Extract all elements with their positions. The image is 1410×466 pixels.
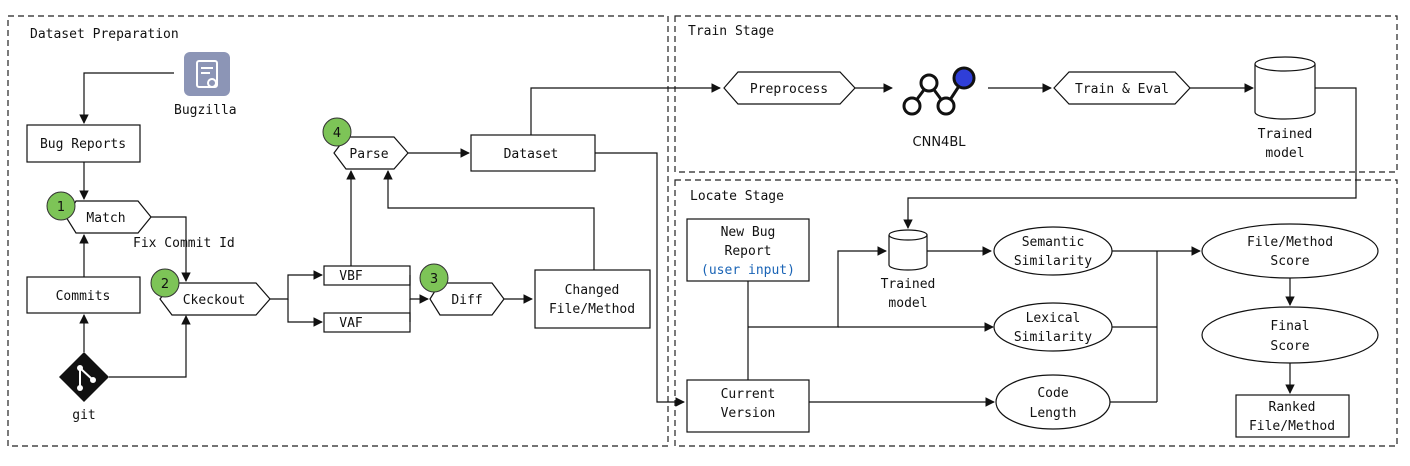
final-score-line1: Final: [1270, 319, 1309, 334]
trained-model-locate-line1: Trained: [881, 277, 936, 292]
new-bug-line3: (user input): [701, 263, 795, 278]
bug-reports-label: Bug Reports: [40, 137, 126, 152]
lexical-line1: Lexical: [1026, 311, 1081, 326]
dataset-preparation-title: Dataset Preparation: [30, 27, 179, 42]
arrow-dataset-to-preprocess: [530, 83, 721, 135]
vaf-label: VAF: [339, 316, 363, 331]
dataset-preparation-frame: [7, 15, 669, 447]
cnn4bl-icon: [902, 66, 976, 116]
trained-model-locate-cylinder: [888, 229, 928, 271]
current-version-box: [686, 379, 810, 433]
train-stage-title: Train Stage: [688, 24, 774, 39]
train-eval-label: Train & Eval: [1075, 82, 1169, 97]
step-2-label: 2: [161, 277, 169, 292]
arrow-git-to-checkout: [109, 315, 191, 378]
vbf-label: VBF: [339, 269, 363, 284]
arrow-match-to-checkout: [151, 216, 191, 282]
current-version-line1: Current: [721, 387, 776, 402]
diff-label: Diff: [451, 293, 482, 308]
trained-model-cylinder: [1254, 56, 1316, 120]
arrow-dataset-to-current-version: [595, 152, 685, 407]
arrow-checkout-to-vaf: [287, 299, 323, 327]
trained-model-locate-line2: model: [888, 296, 927, 311]
match-label: Match: [86, 211, 125, 226]
ranked-line1: Ranked: [1269, 400, 1316, 415]
bugzilla-icon: [184, 52, 230, 96]
step-1-badge: [46, 191, 76, 221]
step-1-label: 1: [57, 200, 65, 215]
step-3-badge: [419, 263, 449, 293]
bugzilla-label: Bugzilla: [174, 103, 237, 118]
arrow-checkout-to-vbf: [270, 270, 323, 300]
checkout-label: Ckeckout: [183, 293, 246, 308]
step-2-badge: [150, 268, 180, 298]
locate-stage-frame: [674, 179, 1398, 447]
trained-model-top-line2: model: [1265, 146, 1304, 161]
fm-score-line1: File/Method: [1247, 235, 1333, 250]
changed-line2: File/Method: [549, 302, 635, 317]
vbf-box: [323, 265, 411, 286]
git-label: git: [72, 408, 95, 423]
semantic-line2: Similarity: [1014, 254, 1092, 269]
arrow-train-to-locate-model: [903, 87, 1357, 229]
fm-score-line2: Score: [1270, 254, 1309, 269]
final-score-line2: Score: [1270, 339, 1309, 354]
changed-file-method-box: [534, 269, 651, 329]
dataset-box: [470, 134, 596, 172]
file-method-score-node: [1201, 223, 1379, 279]
commits-label: Commits: [56, 289, 111, 304]
ranked-line2: File/Method: [1249, 419, 1335, 434]
fix-commit-id-label: Fix Commit Id: [133, 236, 235, 251]
code-length-line2: Length: [1030, 406, 1077, 421]
new-bug-report-box: [686, 218, 810, 282]
step-4-badge: [322, 117, 352, 147]
semantic-line1: Semantic: [1022, 235, 1085, 250]
bug-reports-box: [26, 124, 141, 163]
locate-stage-title: Locate Stage: [690, 189, 784, 204]
step-3-label: 3: [430, 272, 438, 287]
lexical-line2: Similarity: [1014, 330, 1092, 345]
arrow-changed-to-parse: [383, 170, 595, 270]
git-icon: [59, 352, 109, 402]
code-length-line1: Code: [1037, 386, 1068, 401]
cnn4bl-label: CNN4BL: [913, 135, 967, 150]
parse-label: Parse: [349, 147, 388, 162]
new-bug-line2: Report: [725, 244, 772, 259]
changed-line1: Changed: [565, 283, 620, 298]
dataset-label: Dataset: [504, 147, 559, 162]
ranked-file-method-box: [1235, 394, 1350, 438]
vaf-box: [323, 312, 411, 333]
new-bug-line1: New Bug: [721, 225, 776, 240]
arrow-bug-to-model: [748, 246, 887, 328]
final-score-node: [1201, 306, 1379, 364]
trained-model-top-line1: Trained: [1258, 127, 1313, 142]
current-version-line2: Version: [721, 406, 776, 421]
preprocess-label: Preprocess: [750, 82, 828, 97]
step-4-label: 4: [333, 126, 341, 141]
train-stage-frame: [674, 15, 1398, 173]
arrow-bugzilla-to-reports: [79, 72, 174, 124]
